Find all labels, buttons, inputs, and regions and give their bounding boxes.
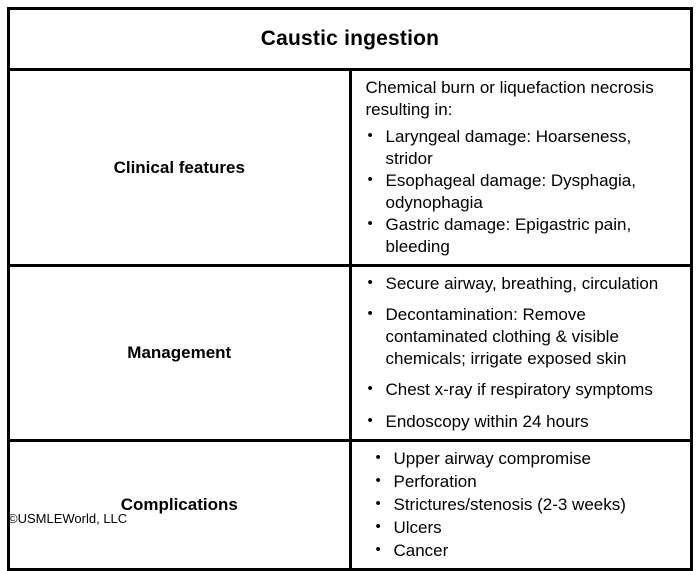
table-row: Clinical features Chemical burn or lique… <box>7 67 693 268</box>
row-content-management: Secure airway, breathing, circulation De… <box>348 264 693 442</box>
copyright-icon: © <box>8 511 18 526</box>
table-title-cell: Caustic ingestion <box>7 7 693 71</box>
list-item: Laryngeal damage: Hoarseness, stridor <box>366 124 683 170</box>
list-item: Decontamination: Remove contaminated clo… <box>366 303 683 370</box>
row-label-clinical-features: Clinical features <box>7 67 352 268</box>
table-row: Complications Upper airway compromise Pe… <box>7 438 693 571</box>
row-label-complications: Complications <box>7 438 352 571</box>
list-item: Esophageal damage: Dysphagia, odynophagi… <box>366 169 683 214</box>
list-item: Strictures/stenosis (2-3 weeks) <box>374 493 683 516</box>
page-root: Caustic ingestion Clinical features Chem… <box>0 0 700 534</box>
copyright-footer: ©USMLEWorld, LLC <box>8 511 127 527</box>
list-item: Endoscopy within 24 hours <box>366 410 683 433</box>
table-header-row: Caustic ingestion <box>7 7 693 71</box>
row-label-management: Management <box>7 264 352 442</box>
list-item: Secure airway, breathing, circulation <box>366 272 683 295</box>
row-content-clinical-features: Chemical burn or liquefaction necrosis r… <box>348 67 693 268</box>
row-content-complications: Upper airway compromise Perforation Stri… <box>348 438 693 571</box>
complications-bullet-list: Upper airway compromise Perforation Stri… <box>366 447 683 562</box>
row-label-text: Complications <box>120 495 238 515</box>
list-item: Gastric damage: Epigastric pain, bleedin… <box>366 213 683 258</box>
content-wrapper: Chemical burn or liquefaction necrosis r… <box>352 71 691 264</box>
table-row: Management Secure airway, breathing, cir… <box>7 264 693 442</box>
list-item: Ulcers <box>374 516 683 539</box>
management-bullet-list: Secure airway, breathing, circulation De… <box>366 272 683 433</box>
list-item: Perforation <box>374 470 683 493</box>
content-wrapper: Secure airway, breathing, circulation De… <box>352 267 691 439</box>
copyright-text: USMLEWorld, LLC <box>17 511 128 526</box>
clinical-features-bullet-list: Laryngeal damage: Hoarseness, stridor Es… <box>366 124 683 259</box>
row-label-text: Management <box>127 343 232 363</box>
list-item: Chest x-ray if respiratory symptoms <box>366 378 683 401</box>
list-item: Cancer <box>374 539 683 562</box>
clinical-features-intro: Chemical burn or liquefaction necrosis r… <box>365 78 654 119</box>
list-item: Upper airway compromise <box>374 447 683 470</box>
page-title: Caustic ingestion <box>260 27 440 51</box>
content-wrapper: Upper airway compromise Perforation Stri… <box>352 442 691 568</box>
row-label-text: Clinical features <box>113 157 245 177</box>
caustic-ingestion-table: Caustic ingestion Clinical features Chem… <box>7 7 693 571</box>
